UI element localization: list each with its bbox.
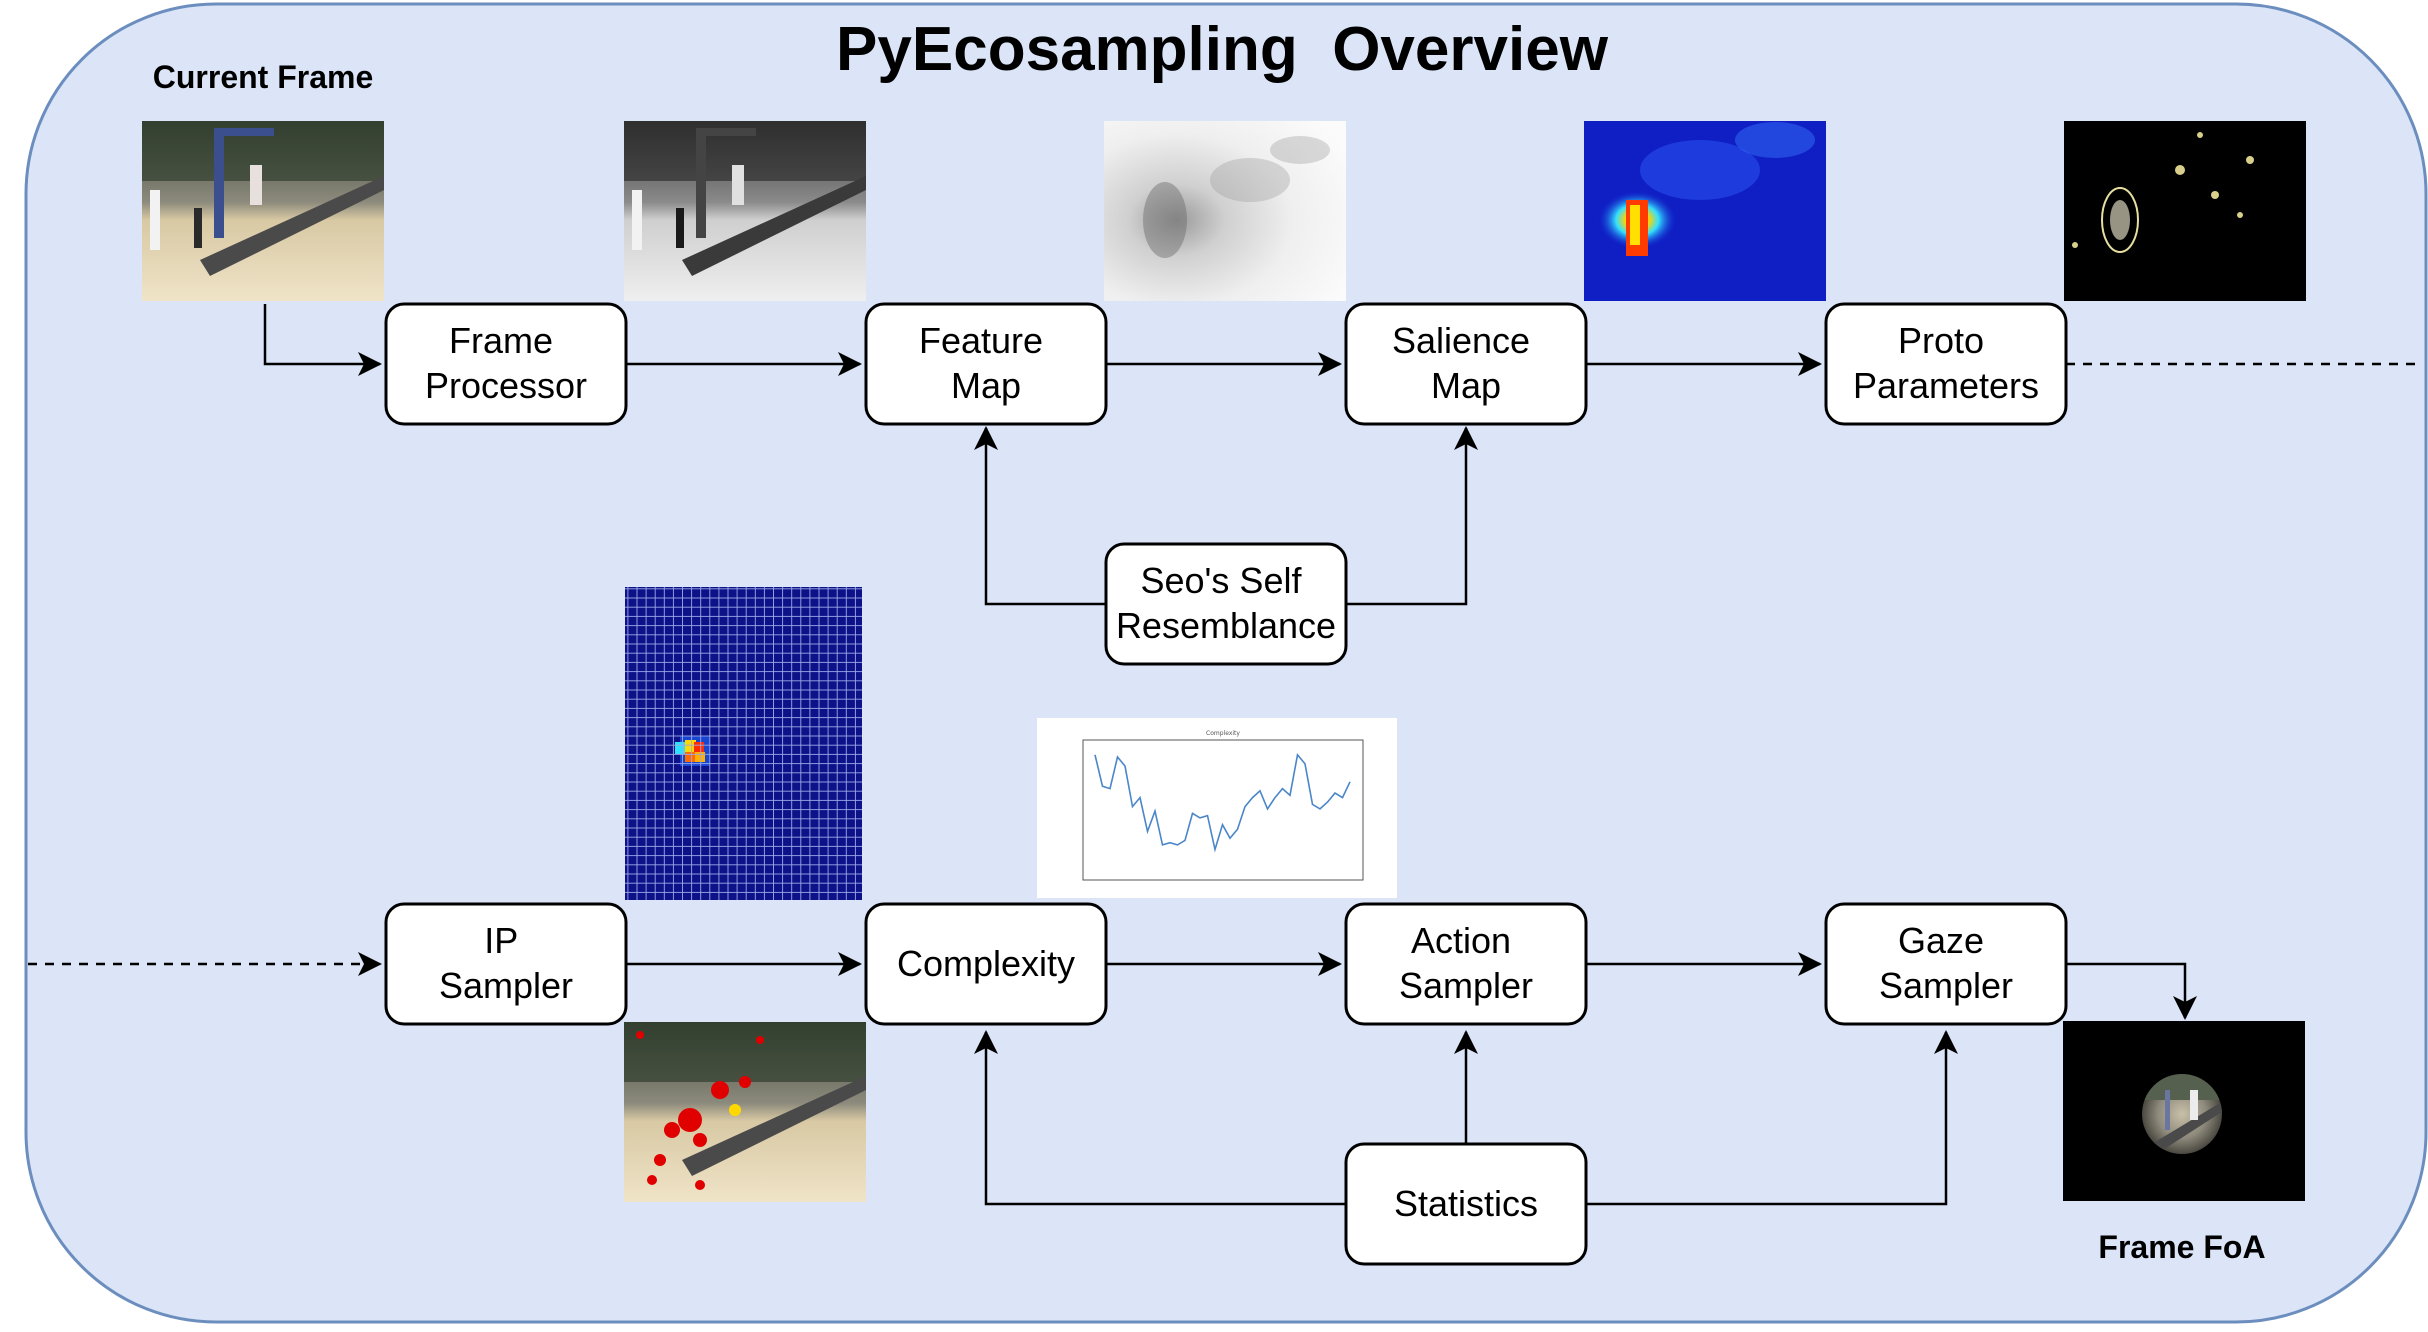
- caption-frame-foa: Frame FoA: [2098, 1229, 2265, 1265]
- node-label-line: Map: [1431, 365, 1501, 406]
- node-feature-map[interactable]: Feature Map: [864, 302, 1108, 426]
- node-seo-self-resemblance[interactable]: Seo's Self Resemblance: [1104, 542, 1348, 666]
- node-label-line: IP: [484, 920, 517, 961]
- processed-frame-image: [624, 121, 866, 301]
- svg-text:Salience Map: Salience Map: [1392, 320, 1540, 406]
- edge-statistics-to-gaze: [1586, 1030, 1958, 1206]
- node-gaze-sampler[interactable]: Gaze Sampler: [1824, 902, 2068, 1026]
- svg-text:Complexity: Complexity: [897, 943, 1075, 984]
- node-label-line: Parameters: [1853, 365, 2039, 406]
- caption-current-frame: Current Frame: [153, 59, 374, 95]
- node-label-line: Feature: [919, 320, 1043, 361]
- edge-gaze-to-foa: [2066, 962, 2197, 1020]
- svg-text:Statistics: Statistics: [1394, 1183, 1538, 1224]
- ip-points-image: [624, 1022, 866, 1202]
- proto-parameters-image: [2064, 121, 2306, 301]
- node-label-line: Processor: [425, 365, 587, 406]
- node-label-line: Proto: [1898, 320, 1984, 361]
- frame-foa-image: [2063, 1021, 2305, 1201]
- feature-map-image: [1104, 121, 1346, 301]
- ip-heatmap-image: [625, 587, 862, 900]
- node-label-line: Map: [951, 365, 1021, 406]
- node-label-line: Sampler: [439, 965, 573, 1006]
- edge-statistics-to-complexity: [974, 1030, 1346, 1206]
- diagram-title: PyEcosampling Overview: [836, 15, 1609, 84]
- node-label-line: Complexity: [897, 943, 1075, 984]
- edge-frame-to-processor: [263, 304, 382, 376]
- node-label-line: Sampler: [1879, 965, 2013, 1006]
- node-label-line: Statistics: [1394, 1183, 1538, 1224]
- node-label-line: Salience: [1392, 320, 1530, 361]
- node-label-line: Sampler: [1399, 965, 1533, 1006]
- complexity-plot-line: [1094, 752, 1351, 853]
- svg-text:Frame Processor: Frame Processor: [425, 320, 587, 406]
- edges: [28, 304, 2420, 1206]
- node-ip-sampler[interactable]: IP Sampler: [384, 902, 628, 1026]
- svg-text:Action Sampler: Action Sampler: [1399, 920, 1533, 1006]
- node-statistics[interactable]: Statistics: [1344, 1142, 1588, 1266]
- node-frame-processor[interactable]: Frame Processor: [384, 302, 628, 426]
- complexity-plot-image: Complexity: [1037, 718, 1397, 898]
- node-salience-map[interactable]: Salience Map: [1344, 302, 1588, 426]
- node-complexity[interactable]: Complexity: [864, 902, 1108, 1026]
- node-label-line: Resemblance: [1116, 605, 1336, 646]
- current-frame-image: [142, 121, 384, 301]
- node-label-line: Action: [1411, 920, 1511, 961]
- salience-map-image: [1584, 121, 1826, 301]
- svg-text:Seo's Self Resemblance: Seo's Self Resemblance: [1116, 560, 1336, 646]
- node-proto-parameters[interactable]: Proto Parameters: [1824, 302, 2068, 426]
- edge-seo-to-feature: [974, 426, 1106, 606]
- complexity-plot-title: Complexity: [1206, 730, 1240, 737]
- svg-text:Gaze Sampler: Gaze Sampler: [1879, 920, 2013, 1006]
- node-label-line: Gaze: [1898, 920, 1984, 961]
- node-label-line: Seo's Self: [1141, 560, 1303, 601]
- node-action-sampler[interactable]: Action Sampler: [1344, 902, 1588, 1026]
- edge-seo-to-salience: [1346, 426, 1478, 606]
- svg-text:Proto Parameters: Proto Parameters: [1853, 320, 2039, 406]
- svg-text:Feature Map: Feature Map: [919, 320, 1053, 406]
- node-label-line: Frame: [449, 320, 553, 361]
- svg-text:IP Sampler: IP Sampler: [439, 920, 573, 1006]
